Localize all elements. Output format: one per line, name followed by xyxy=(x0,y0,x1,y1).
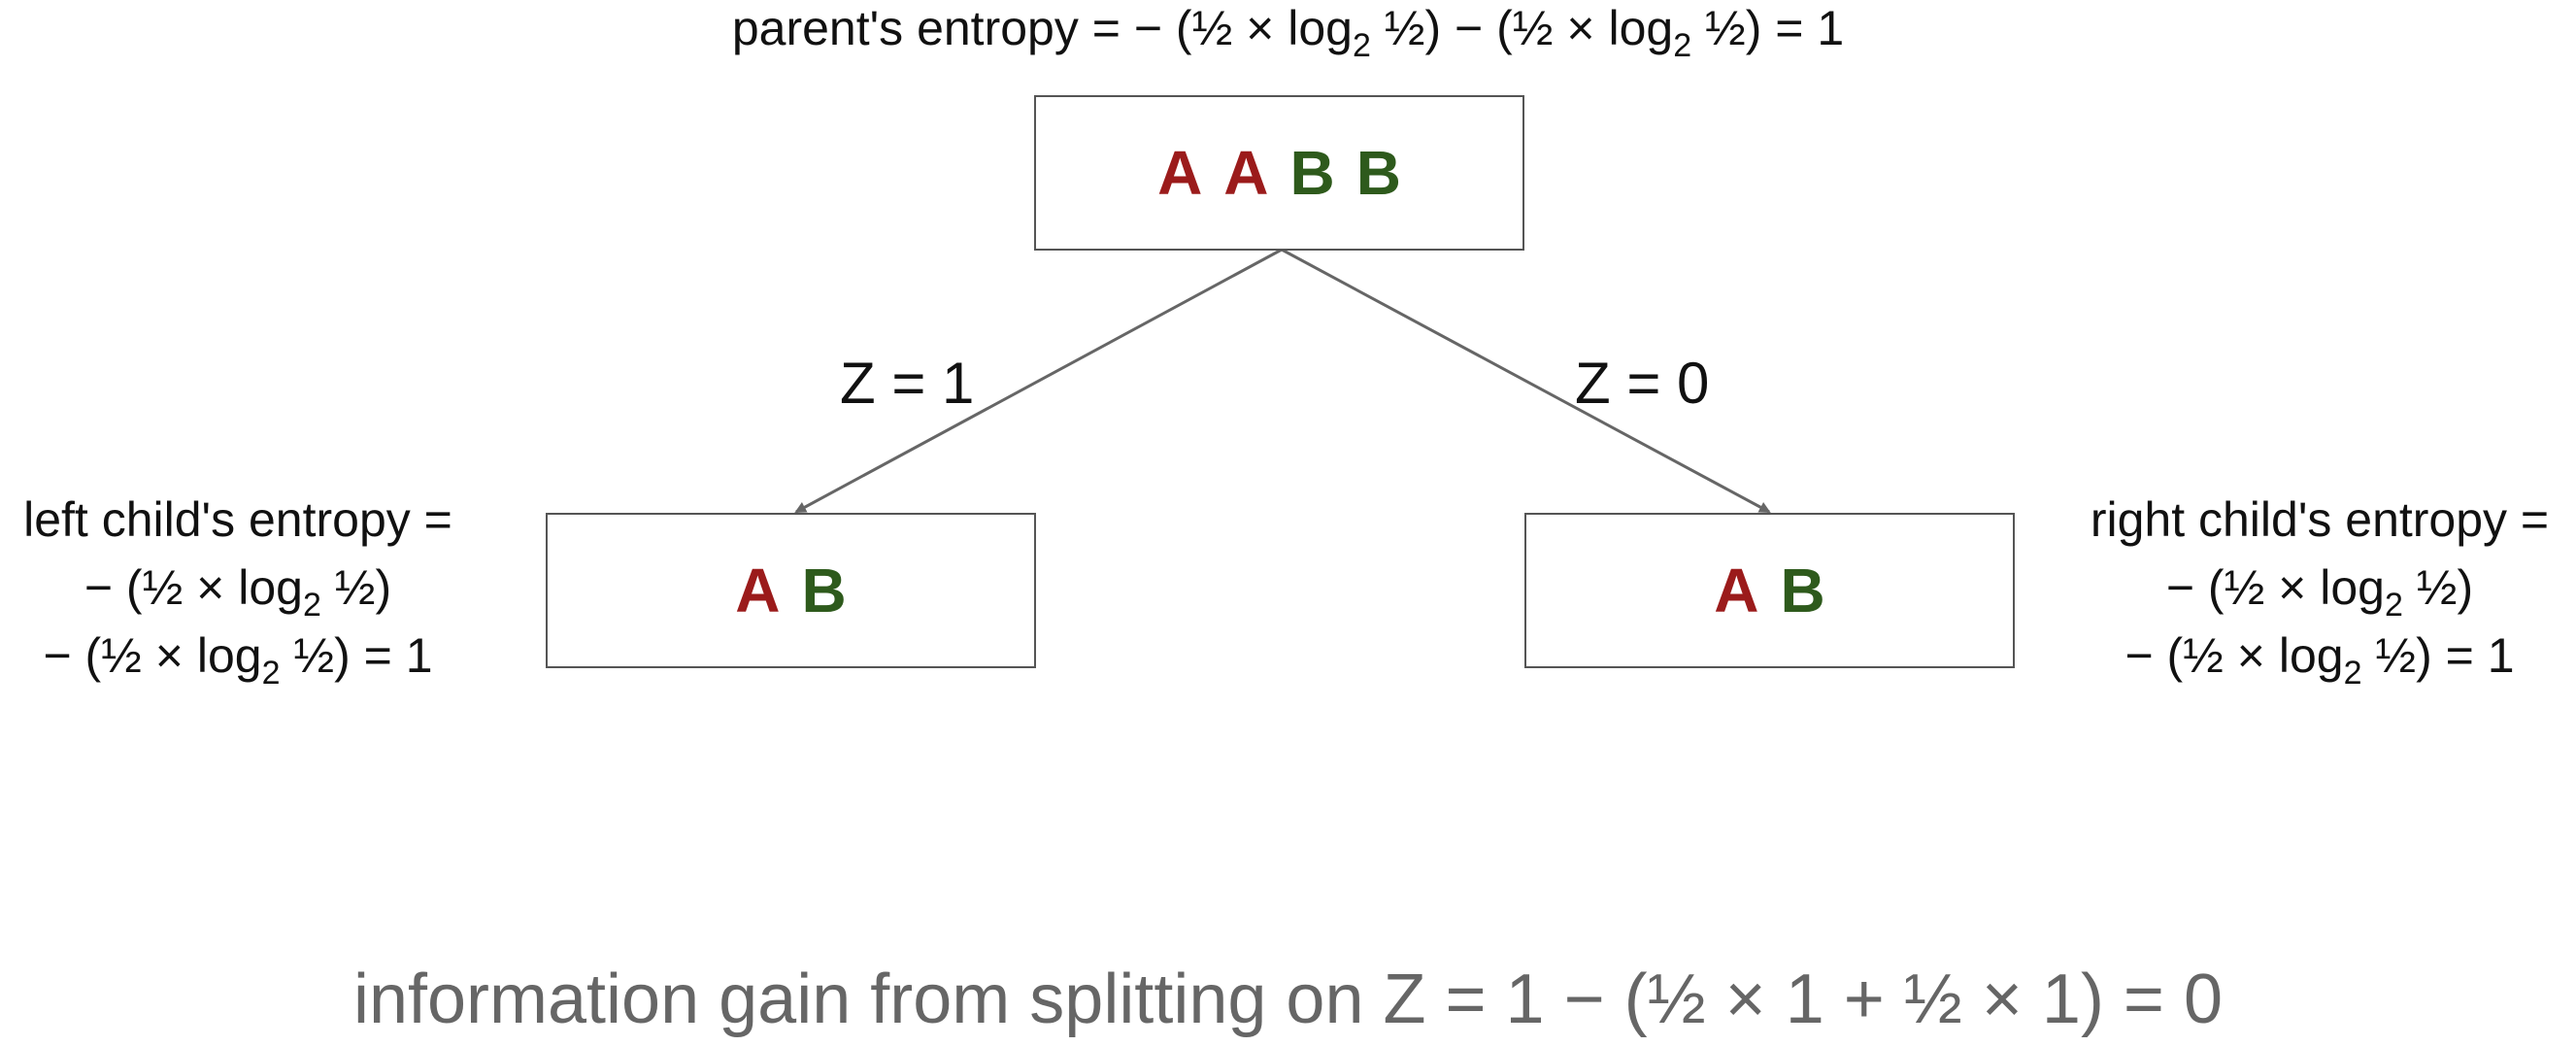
left-entropy-line-2-end: ½) xyxy=(320,560,392,615)
left-item-a: A xyxy=(735,556,781,625)
right-log-base-1: 2 xyxy=(2384,587,2403,624)
left-entropy-line-3: − (½ × log2 ½) = 1 xyxy=(0,622,476,690)
right-entropy-line-3-text: − (½ × log xyxy=(2124,628,2344,683)
right-child-node: A B xyxy=(1524,513,2015,668)
left-entropy-line-3-text: − (½ × log xyxy=(43,628,262,683)
right-entropy-line-3-end: ½) = 1 xyxy=(2361,628,2515,683)
parent-item-a: A xyxy=(1157,138,1203,208)
right-entropy-line-1: right child's entropy = xyxy=(2090,492,2550,547)
right-entropy-line-2-end: ½) xyxy=(2402,560,2474,615)
right-entropy-line-2-text: − (½ × log xyxy=(2165,560,2385,615)
right-entropy-line-3: − (½ × log2 ½) = 1 xyxy=(2063,622,2576,690)
parent-item-b: B xyxy=(1289,138,1335,208)
right-entropy-line-2: − (½ × log2 ½) xyxy=(2063,554,2576,622)
parent-log-base-2: 2 xyxy=(1673,27,1692,64)
parent-node: A A B B xyxy=(1034,95,1524,251)
left-entropy-line-3-end: ½) = 1 xyxy=(280,628,433,683)
right-item-b: B xyxy=(1780,556,1825,625)
parent-entropy-formula: parent's entropy = − (½ × log2 ½) − (½ ×… xyxy=(0,0,2576,62)
branch-label-right: Z = 0 xyxy=(1575,351,1710,416)
left-entropy-line-2-text: − (½ × log xyxy=(84,560,303,615)
left-item-b: B xyxy=(801,556,847,625)
parent-item-b: B xyxy=(1355,138,1401,208)
branch-label-left: Z = 1 xyxy=(840,351,975,416)
left-entropy-line-1: left child's entropy = xyxy=(23,492,452,547)
left-log-base-1: 2 xyxy=(302,587,321,624)
edge-right xyxy=(1281,248,1771,514)
left-child-node: A B xyxy=(546,513,1036,668)
left-child-entropy-formula: left child's entropy = − (½ × log2 ½) − … xyxy=(0,486,476,690)
parent-entropy-text-1: parent's entropy = − (½ × log xyxy=(731,1,1353,55)
right-child-entropy-formula: right child's entropy = − (½ × log2 ½) −… xyxy=(2063,486,2576,690)
left-entropy-line-2: − (½ × log2 ½) xyxy=(0,554,476,622)
parent-entropy-text-3: ½) = 1 xyxy=(1691,1,1845,55)
left-log-base-2: 2 xyxy=(261,655,281,692)
right-item-a: A xyxy=(1714,556,1759,625)
parent-log-base-1: 2 xyxy=(1352,27,1371,64)
edge-left xyxy=(794,248,1283,514)
right-log-base-2: 2 xyxy=(2343,655,2362,692)
parent-entropy-text-2: ½) − (½ × log xyxy=(1370,1,1674,55)
information-gain-formula: information gain from splitting on Z = 1… xyxy=(352,961,2224,1038)
parent-item-a: A xyxy=(1223,138,1269,208)
